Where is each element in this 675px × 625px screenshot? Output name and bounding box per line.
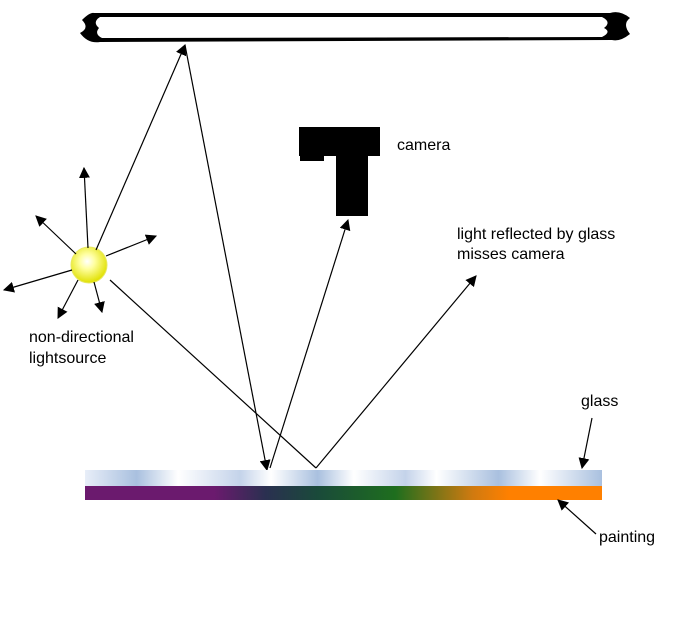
reflected-light-label-line2: misses camera xyxy=(457,246,565,263)
ceiling-panel xyxy=(80,12,630,43)
reflected-light-label-line1: light reflected by glass xyxy=(457,226,616,243)
lightsource-label-line1: non-directional xyxy=(29,329,134,346)
glass-layer xyxy=(85,470,602,486)
ray-down xyxy=(93,281,105,314)
ray-left xyxy=(2,269,73,293)
ceiling-reflection-ray xyxy=(95,43,351,472)
ray-reflected-by-glass xyxy=(315,275,477,469)
ray-ceiling-to-painting xyxy=(184,44,271,472)
ray-up xyxy=(79,166,90,249)
glass-reflection-ray xyxy=(109,275,477,469)
ray-lower-left xyxy=(57,279,79,319)
camera-label: camera xyxy=(397,137,451,154)
lightsource-label-line2: lightsource xyxy=(29,350,107,367)
label-pointers xyxy=(557,417,597,535)
camera-icon xyxy=(299,127,380,216)
ray-painting-to-camera xyxy=(269,218,351,469)
painting-label: painting xyxy=(599,529,656,546)
radiating-light-arrows xyxy=(2,166,158,319)
ray-right xyxy=(105,234,158,257)
ray-to-glass xyxy=(109,279,317,469)
ray-upper-left xyxy=(35,215,77,255)
glass-pointer xyxy=(578,417,593,470)
painting-pointer xyxy=(557,499,597,535)
painting-layer xyxy=(85,486,602,500)
ray-to-ceiling xyxy=(95,43,187,251)
lightbulb-icon xyxy=(70,246,108,284)
glass-label: glass xyxy=(581,393,619,410)
